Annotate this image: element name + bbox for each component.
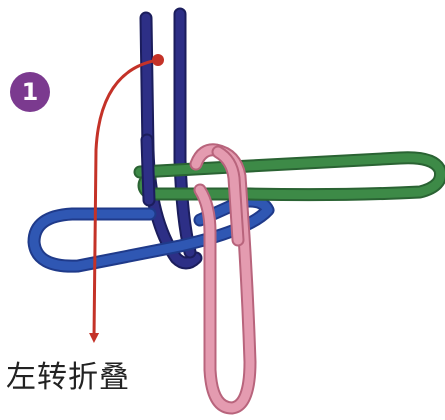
arrow-down-icon xyxy=(89,58,159,343)
navy-cord-overlap xyxy=(140,133,156,207)
step-number-badge: 1 xyxy=(10,72,50,112)
blue-loop xyxy=(27,194,275,273)
direction-arrow xyxy=(89,54,164,343)
pink-loop xyxy=(189,143,257,415)
step-caption: 左转折叠 xyxy=(6,360,130,395)
navy-cord xyxy=(139,7,203,270)
dot-icon xyxy=(152,54,164,66)
